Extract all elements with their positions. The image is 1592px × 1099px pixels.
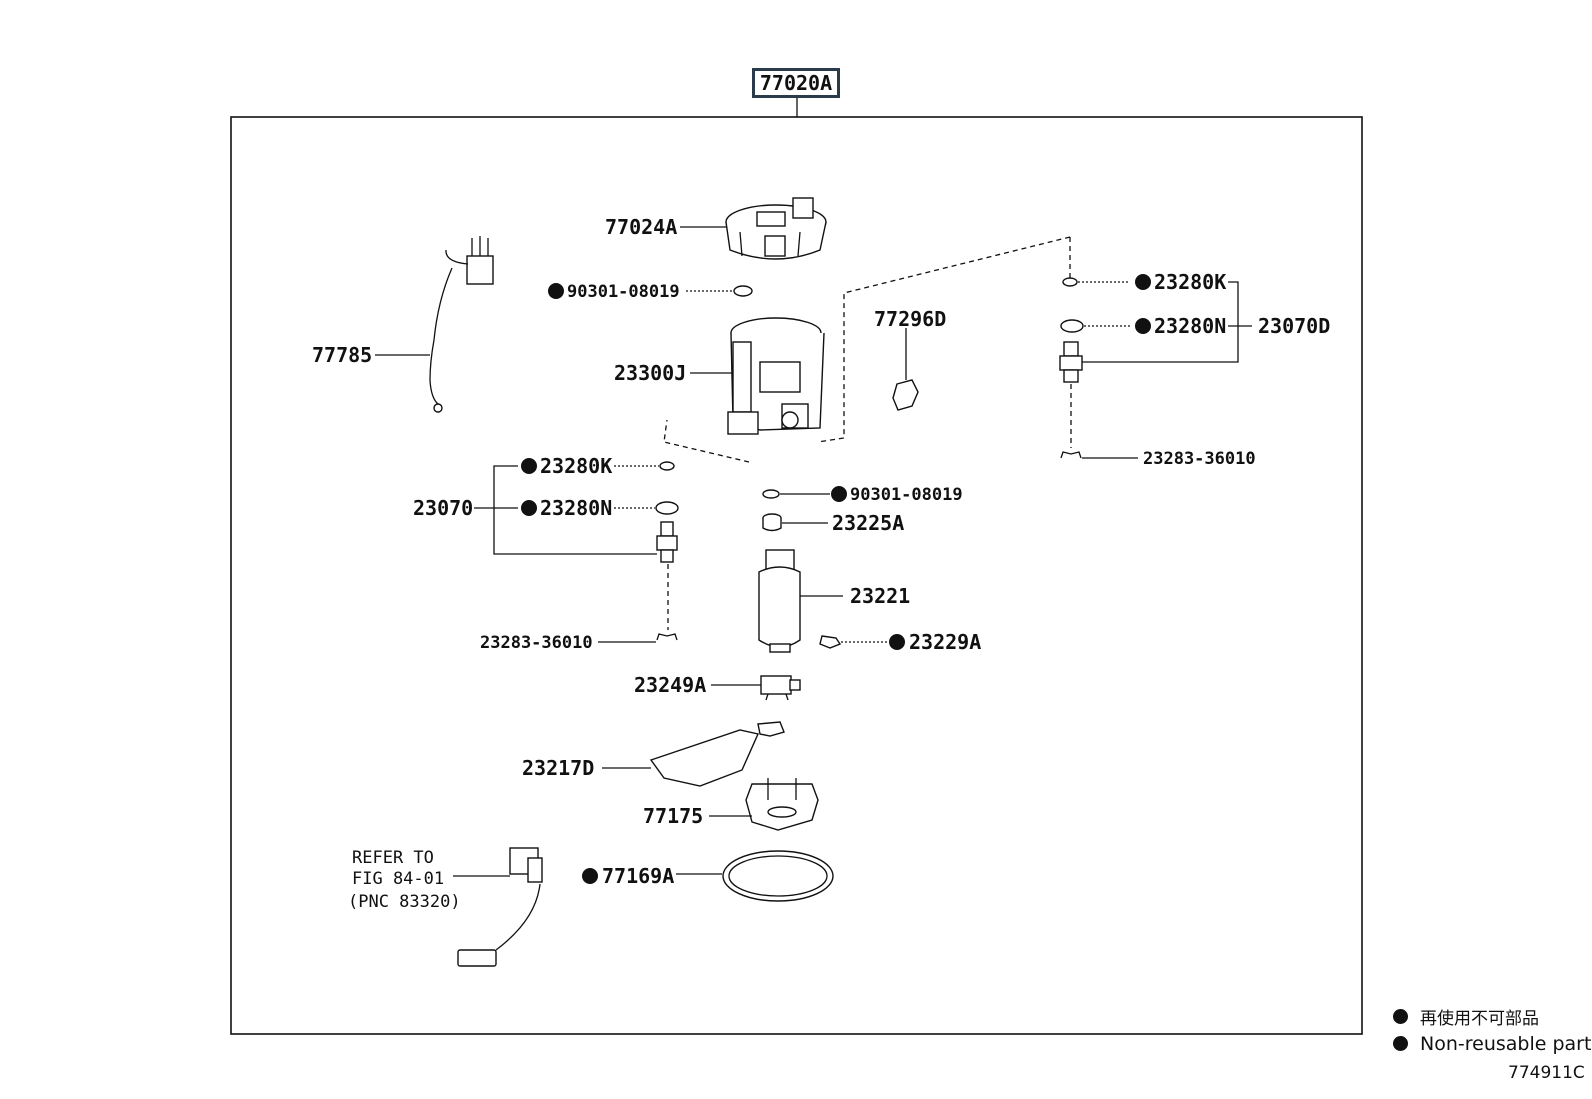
part-23070D-drawing (1059, 341, 1083, 383)
fuel-sender-gauge-drawing (457, 847, 543, 967)
label-23283-left: 23283-36010 (480, 633, 593, 653)
dash-housing-right (817, 236, 1071, 443)
non-reusable-marker (1135, 274, 1151, 290)
label-23283-right: 23283-36010 (1143, 449, 1256, 469)
legend-row-english: Non-reusable part (1393, 1030, 1591, 1057)
non-reusable-marker (521, 458, 537, 474)
part-77024A-drawing (725, 197, 827, 260)
label-23249A: 23249A (634, 673, 706, 697)
part-23221-drawing (758, 549, 801, 653)
part-23225A-drawing (762, 513, 782, 532)
part-23217D-drawing (649, 721, 785, 787)
part-90301-mid-drawing (762, 489, 780, 499)
part-23280N-right-drawing (1060, 319, 1084, 333)
label-77169A: 77169A (602, 864, 674, 888)
part-77785-drawing (429, 236, 494, 413)
non-reusable-marker (1135, 318, 1151, 334)
reference-line-3: (PNC 83320) (348, 892, 461, 912)
non-reusable-marker (889, 634, 905, 650)
part-23283-right-drawing (1060, 451, 1082, 459)
label-77175: 77175 (643, 804, 703, 828)
part-77296D-drawing (892, 328, 919, 411)
part-23300J-drawing (727, 317, 825, 435)
label-23070D: 23070D (1258, 314, 1330, 338)
part-77169A-drawing (722, 850, 834, 902)
label-77296D: 77296D (874, 307, 946, 331)
label-23229A: 23229A (909, 630, 981, 654)
part-23229A-drawing (819, 635, 842, 649)
label-23280K-right: 23280K (1154, 270, 1226, 294)
non-reusable-marker (582, 868, 598, 884)
label-77785: 77785 (312, 343, 372, 367)
part-23070-drawing (656, 521, 678, 563)
label-23300J: 23300J (614, 361, 686, 385)
label-23280N-left: 23280N (540, 496, 612, 520)
reference-line-1: REFER TO (352, 848, 434, 868)
part-77175-drawing (745, 778, 819, 831)
label-23280N-right: 23280N (1154, 314, 1226, 338)
non-reusable-marker (1393, 1036, 1408, 1051)
label-23070: 23070 (413, 496, 473, 520)
legend-row-japanese: 再使用不可部品 (1393, 1003, 1591, 1030)
legend-english-text: Non-reusable part (1420, 1032, 1592, 1055)
assembly-code: 77020A (759, 71, 833, 95)
label-23225A: 23225A (832, 511, 904, 535)
non-reusable-marker (548, 283, 564, 299)
part-23249A-drawing (760, 675, 801, 701)
label-23221: 23221 (850, 584, 910, 608)
part-90301-top-drawing (733, 285, 753, 297)
label-23217D: 23217D (522, 756, 594, 780)
non-reusable-marker (831, 486, 847, 502)
figure-code: 774911C (1508, 1063, 1585, 1083)
label-90301-mid: 90301-08019 (850, 485, 963, 505)
label-90301-top: 90301-08019 (567, 282, 680, 302)
part-23280K-left-drawing (659, 461, 675, 471)
label-77024A: 77024A (605, 215, 677, 239)
label-23280K-left: 23280K (540, 454, 612, 478)
dash-housing-left (663, 419, 750, 463)
part-23283-left-drawing (656, 633, 678, 641)
part-23280N-left-drawing (655, 501, 679, 515)
legend: 再使用不可部品 Non-reusable part (1393, 1003, 1591, 1057)
assembly-code-box: 77020A (752, 68, 840, 98)
reference-line-2: FIG 84-01 (352, 869, 444, 889)
legend-japanese-text: 再使用不可部品 (1420, 1009, 1539, 1029)
assembly-frame (230, 116, 1363, 1035)
non-reusable-marker (1393, 1009, 1408, 1024)
non-reusable-marker (521, 500, 537, 516)
part-23280K-right-drawing (1062, 277, 1078, 287)
